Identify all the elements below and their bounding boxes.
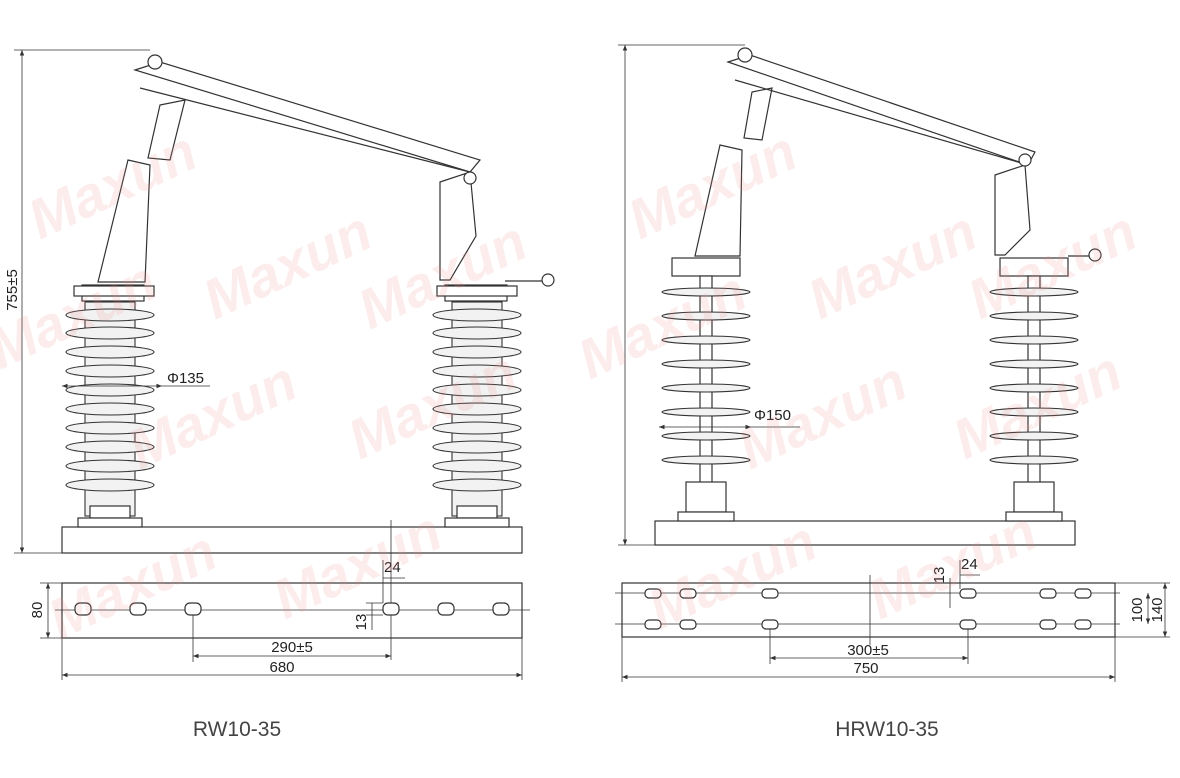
watermark: Maxun <box>568 259 755 391</box>
watermark: Maxun <box>958 199 1145 331</box>
watermark: Maxun <box>0 249 166 381</box>
right-dim-length: 750 <box>853 660 878 677</box>
left-dim-24: 24 <box>384 559 401 576</box>
left-dim-13: 13 <box>353 614 370 631</box>
left-dim-length: 680 <box>269 659 294 676</box>
right-diameter-dimension: Φ150 <box>754 407 791 424</box>
base-plate <box>61 526 523 554</box>
left-model-caption: RW10-35 <box>193 718 281 741</box>
left-insulator <box>65 284 155 528</box>
fuse-tube <box>97 54 555 287</box>
plan-plate <box>621 582 1116 638</box>
right-insulator <box>432 284 522 528</box>
rw10-35-plan-view <box>40 520 530 680</box>
right-composite-insulator <box>989 257 1079 522</box>
right-dim-spacing: 300±5 <box>847 642 889 659</box>
watermark: Maxun <box>798 199 985 331</box>
right-dim-13: 13 <box>931 567 948 584</box>
hrw10-35-plan-view <box>615 560 1170 682</box>
right-dim-140: 140 <box>1149 597 1166 622</box>
right-dim-100: 100 <box>1129 597 1146 622</box>
fuse-tube <box>694 47 1102 262</box>
left-dim-spacing: 290±5 <box>271 639 313 656</box>
left-composite-insulator <box>661 257 751 522</box>
right-model-caption: HRW10-35 <box>835 718 938 741</box>
right-dim-24: 24 <box>961 556 978 573</box>
left-height-dimension: 755±5 <box>4 269 21 311</box>
watermark: Maxun <box>728 349 915 481</box>
rw10-35-front-view <box>14 49 555 554</box>
hrw10-35-front-view <box>618 44 1102 546</box>
watermark: Maxun <box>193 199 380 331</box>
left-diameter-dimension: Φ135 <box>167 370 204 387</box>
left-dim-80: 80 <box>29 602 46 619</box>
base-plate <box>654 520 1076 546</box>
